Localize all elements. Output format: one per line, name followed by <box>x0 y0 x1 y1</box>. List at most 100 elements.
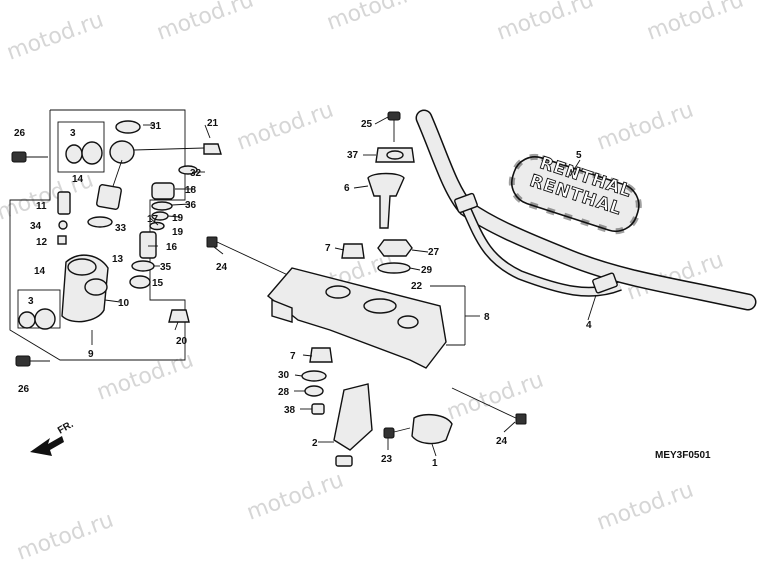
spring-16 <box>139 231 157 259</box>
left-assembly-parts <box>11 120 222 367</box>
label-9: 9 <box>88 349 94 360</box>
label-15: 15 <box>152 278 164 289</box>
label-28: 28 <box>278 387 290 398</box>
label-33: 33 <box>115 223 127 234</box>
cap-21 <box>203 143 222 155</box>
label-11: 11 <box>36 201 47 212</box>
label-3: 3 <box>70 128 76 139</box>
label-23: 23 <box>381 454 393 465</box>
damper-body <box>96 184 122 210</box>
damper-eye <box>109 140 135 164</box>
washer-36 <box>151 201 173 211</box>
collar-28 <box>304 385 324 397</box>
label-7b: 7 <box>290 351 296 362</box>
holder-1 <box>411 413 453 445</box>
washer-33 <box>87 216 113 228</box>
label-8: 8 <box>484 312 490 323</box>
label-19b: 19 <box>172 227 184 238</box>
watermark: motod.ru <box>244 468 347 526</box>
bushing-15 <box>129 275 151 289</box>
housing-top <box>67 258 97 276</box>
label-21: 21 <box>207 118 219 129</box>
label-20: 20 <box>176 336 188 347</box>
bolt-26-head <box>11 151 27 163</box>
screw-38 <box>311 403 325 415</box>
label-32: 32 <box>190 168 202 179</box>
front-label: FR. <box>56 419 76 437</box>
bolt-23-head <box>383 427 395 439</box>
label-2: 2 <box>312 438 318 449</box>
label-1: 1 <box>432 458 438 469</box>
nut-27 <box>377 239 413 257</box>
label-16: 16 <box>166 242 178 253</box>
bushing-3 <box>65 144 83 164</box>
bushing-14-lower <box>34 308 56 330</box>
bolt-24-head-lower <box>515 413 527 425</box>
label-24b: 24 <box>496 436 508 447</box>
left-assembly-outline <box>9 109 186 361</box>
label-5: 5 <box>576 150 582 161</box>
cushion-7 <box>341 243 365 259</box>
label-10: 10 <box>118 298 130 309</box>
label-4: 4 <box>586 320 592 331</box>
label-14b: 14 <box>34 266 46 277</box>
label-26: 26 <box>14 128 26 139</box>
watermark: motod.ru <box>444 368 547 426</box>
o-ring-32 <box>178 165 198 175</box>
label-35: 35 <box>160 262 172 273</box>
label-25: 25 <box>361 119 373 130</box>
cushion-7-lower <box>309 347 333 363</box>
screw-12 <box>57 235 67 245</box>
label-29: 29 <box>421 265 433 276</box>
bushing-14 <box>81 141 103 165</box>
watermark: motod.ru <box>324 0 427 36</box>
label-38: 38 <box>284 405 296 416</box>
label-12: 12 <box>36 237 48 248</box>
watermark: motod.ru <box>154 0 257 46</box>
front-direction-indicator: FR. <box>30 419 76 456</box>
bracket-2 <box>333 383 373 451</box>
washer-35 <box>131 260 155 272</box>
nut-18 <box>151 182 175 200</box>
upper-triple-clamp <box>266 267 447 369</box>
housing-port <box>84 278 108 296</box>
bolt-25-head <box>387 111 401 121</box>
bolt-26-head-lower <box>15 355 31 367</box>
o-ring-31 <box>115 120 141 134</box>
label-36: 36 <box>185 200 197 211</box>
bolt-24-head <box>206 236 218 248</box>
label-6: 6 <box>344 183 350 194</box>
label-24: 24 <box>216 262 228 273</box>
center-assembly-parts <box>206 111 527 467</box>
label-7: 7 <box>325 243 331 254</box>
watermark: motod.ru <box>14 508 117 566</box>
label-27: 27 <box>428 247 440 258</box>
label-18: 18 <box>185 185 197 196</box>
washer-29 <box>377 262 411 274</box>
o-ring-34 <box>58 220 68 230</box>
label-34: 34 <box>30 221 42 232</box>
label-31: 31 <box>150 121 162 132</box>
lower-holder-6 <box>367 172 405 229</box>
part-number-labels: 26 3 14 31 21 32 18 36 19 19 17 16 35 15… <box>14 118 592 469</box>
watermark: motod.ru <box>594 98 697 156</box>
label-26b: 26 <box>18 384 30 395</box>
fitting-11 <box>57 191 71 215</box>
label-17: 17 <box>147 214 159 225</box>
diagram-code: MEY3F0501 <box>655 450 711 461</box>
watermark: motod.ru <box>234 98 337 156</box>
label-3b: 3 <box>28 296 34 307</box>
label-37: 37 <box>347 150 359 161</box>
handlebar-4 <box>417 111 755 309</box>
watermark: motod.ru <box>594 478 697 536</box>
label-14: 14 <box>72 174 84 185</box>
watermark: motod.ru <box>4 8 107 66</box>
o-ring-19b <box>149 221 165 231</box>
label-13: 13 <box>112 254 124 265</box>
front-arrow-icon <box>30 436 64 456</box>
watermark: motod.ru <box>94 348 197 406</box>
leader-lines <box>91 116 597 457</box>
cap-20 <box>168 309 190 323</box>
watermark: motod.ru <box>644 0 747 46</box>
